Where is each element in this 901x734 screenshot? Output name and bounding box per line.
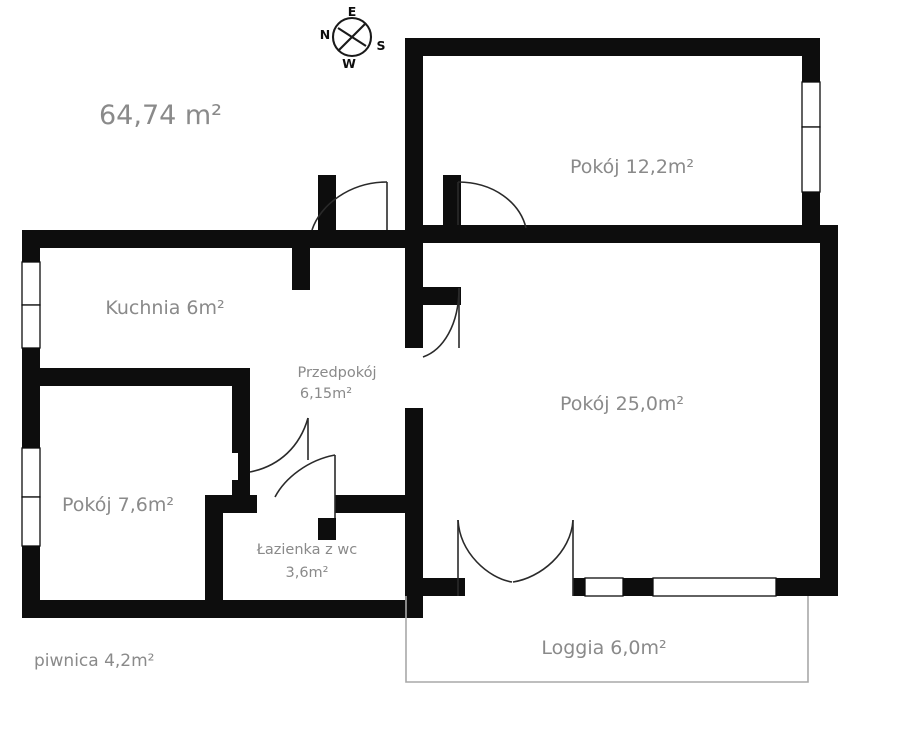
walls-group: [22, 38, 838, 618]
room-label-przedpokoj-line2: 6,15m²: [300, 386, 352, 402]
room-label-pokoj-12-2: Pokój 12,2m²: [570, 156, 694, 178]
room-label-kuchnia: Kuchnia 6m²: [105, 297, 224, 319]
wall-bathroom-top-right: [335, 495, 423, 513]
window-room76-pane-2: [21, 496, 41, 547]
door-room76-arc: [249, 417, 309, 473]
window-room76-pane-1: [21, 447, 41, 498]
wall-bathroom-bottom: [205, 600, 423, 618]
windows-group: [21, 81, 821, 597]
wall-hallway-stub-top: [318, 175, 336, 230]
compass-label-south: S: [376, 38, 385, 53]
wall-room76-right-upper: [232, 368, 250, 453]
doors-group: [249, 181, 574, 596]
compass-needle-ns: [337, 27, 367, 47]
compass-label-north: N: [320, 27, 330, 42]
wall-bottom-bigroom-left: [405, 578, 465, 596]
window-room122-pane-2: [801, 126, 821, 193]
wall-center-vertical-upper: [405, 38, 423, 243]
wall-room122-door-sill: [423, 225, 463, 243]
wall-bathroom-top-left: [205, 495, 257, 513]
labels-group: 64,74 m² Pokój 12,2m² Pokój 25,0m² Kuchn…: [34, 100, 694, 671]
window-room122-pane-1: [801, 81, 821, 128]
compass-label-east: E: [348, 4, 357, 19]
window-bigroom-pane-2: [652, 577, 777, 597]
room-label-pokoj-25-0: Pokój 25,0m²: [560, 393, 684, 415]
loggia-outline: [405, 596, 809, 683]
wall-right-upper: [802, 38, 820, 82]
door-bigroom-arc: [422, 287, 460, 358]
door-balcony-arc-left: [457, 519, 513, 583]
compass-circle: [331, 16, 373, 58]
room-label-lazienka-line2: 3,6m²: [286, 565, 329, 581]
wall-hallway-stub-left: [238, 453, 250, 495]
wall-room122-bottom-right: [520, 225, 822, 243]
wall-left-top: [22, 230, 40, 262]
room-label-pokoj-7-6: Pokój 7,6m²: [62, 494, 174, 516]
room-label-lazienka-line1: Łazienka z wc: [256, 542, 358, 558]
wall-kitchen-top: [22, 230, 310, 248]
room-label-loggia: Loggia 6,0m²: [541, 637, 666, 659]
wall-top-north: [405, 38, 820, 56]
loggia-outline-group: [405, 596, 809, 683]
wall-kitchen-room-divider: [22, 368, 250, 386]
wall-bottom-bigroom-right: [776, 578, 838, 596]
wall-kitchen-right-stub: [292, 230, 310, 290]
door-bathroom-arc: [274, 454, 336, 498]
wall-right-mid-upper: [802, 192, 820, 234]
wall-bathroom-left: [205, 495, 223, 618]
wall-bottom-bigroom-stub1: [573, 578, 585, 596]
compass-rose: E N S W: [320, 4, 386, 71]
wall-bottom-bigroom-stub2: [623, 578, 653, 596]
wall-left-mid: [22, 376, 40, 448]
wall-right-bigroom: [820, 225, 838, 588]
wall-left-block-bottom: [22, 600, 212, 618]
wall-hallway-stub-bathroom-door: [318, 518, 336, 540]
compass-label-west: W: [342, 56, 356, 71]
wall-center-vertical-mid: [405, 243, 423, 348]
window-kitchen-pane-1: [21, 261, 41, 306]
room-label-przedpokoj-line1: Przedpokój: [297, 365, 376, 381]
basement-area-label: piwnica 4,2m²: [34, 651, 155, 671]
wall-hallway-top: [310, 230, 423, 248]
door-balcony-arc-right: [512, 519, 574, 583]
wall-bigroom-door-jamb: [423, 287, 461, 305]
window-bigroom-pane-1: [584, 577, 624, 597]
door-kitchen-arc: [311, 181, 388, 231]
total-area-label: 64,74 m²: [99, 100, 222, 131]
window-kitchen-pane-2: [21, 304, 41, 349]
door-room122-arc: [457, 181, 527, 229]
